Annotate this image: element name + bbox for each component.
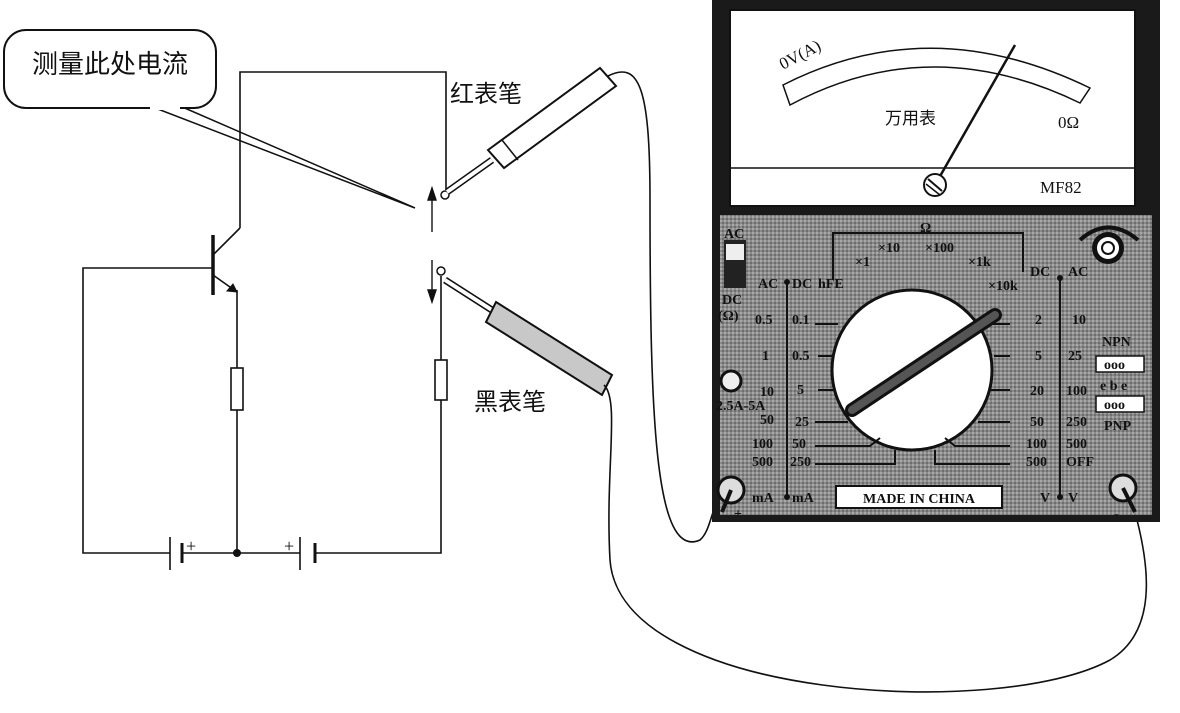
left-dc-value: 5 — [797, 383, 804, 398]
red-probe-label: 红表笔 — [450, 80, 522, 108]
meter-model: MF82 — [1040, 178, 1082, 197]
callout-bubble: 测量此处电流 — [3, 29, 416, 209]
ohm-adjust-arrow-icon — [1078, 225, 1140, 242]
range-selector-dial[interactable] — [830, 288, 1002, 452]
unit-ma-ac: mA — [752, 491, 775, 506]
red-lead-wire — [607, 71, 726, 543]
collector-wire — [239, 71, 447, 228]
made-in-label: MADE IN CHINA — [863, 492, 976, 507]
terminal-bottom — [436, 266, 446, 276]
npn-label: NPN — [1102, 335, 1131, 350]
pnp-socket-holes: ooo — [1104, 398, 1125, 413]
junction-dot — [233, 549, 241, 557]
switch-dc-label: DC — [722, 293, 742, 308]
dial-range-leaders — [815, 323, 1010, 465]
emitter-resistor — [230, 367, 244, 411]
scale-right-label: 0Ω — [1058, 113, 1079, 132]
battery-2: + — [284, 536, 317, 570]
ohm-range-hfe: hFE — [818, 277, 844, 292]
left-ac-value: 50 — [760, 413, 774, 428]
right-ac-values: 10 25 100 250 500 OFF — [1066, 313, 1094, 470]
right-ac-value: 250 — [1066, 415, 1087, 430]
left-ac-header: AC — [758, 277, 778, 292]
unit-v-dc: V — [1040, 491, 1050, 506]
left-ac-values: 0.5 1 10 50 100 500 — [752, 313, 774, 470]
ohm-range-x10k: ×10k — [988, 279, 1018, 294]
left-ac-value: 1 — [762, 349, 769, 364]
high-current-jack-label: 2.5A-5A — [716, 399, 766, 414]
current-arrows — [427, 185, 437, 305]
high-current-jack[interactable] — [719, 369, 743, 393]
right-ac-value: 10 — [1072, 313, 1086, 328]
right-dc-value: 5 — [1035, 349, 1042, 364]
right-ac-value: OFF — [1066, 455, 1094, 470]
black-probe-label: 黑表笔 — [474, 388, 546, 416]
ohm-range-x1: ×1 — [855, 255, 870, 270]
unit-ma-dc: mA — [792, 491, 815, 506]
right-bottom-wire — [315, 400, 442, 554]
right-dc-value: 500 — [1026, 455, 1047, 470]
ohm-range-x100: ×100 — [925, 241, 954, 256]
base-wire — [82, 267, 213, 554]
black-lead-wire — [603, 384, 1148, 693]
right-ac-value: 100 — [1066, 384, 1087, 399]
multimeter: 0V(A) 0Ω 万用表 MF82 AC DC (Ω) Ω hFE ×1 ×10… — [712, 0, 1160, 522]
black-probe[interactable] — [443, 277, 614, 397]
right-ac-value: 25 — [1068, 349, 1082, 364]
left-ac-value: 0.5 — [755, 313, 773, 328]
left-dc-value: 50 — [792, 437, 806, 452]
meter-needle — [933, 44, 1017, 186]
pnp-socket[interactable] — [1095, 395, 1145, 413]
left-dc-value: 0.5 — [792, 349, 810, 364]
right-dc-values: 2 5 20 50 100 500 — [1026, 313, 1047, 470]
battery-2-plus: + — [284, 536, 294, 556]
left-dc-header: DC — [792, 277, 812, 292]
ebe-label: e b e — [1100, 379, 1127, 394]
left-dc-values: 0.1 0.5 5 25 50 250 — [790, 313, 811, 470]
left-ac-value: 500 — [752, 455, 773, 470]
positive-jack-label: + — [734, 507, 742, 522]
left-dc-value: 25 — [795, 415, 809, 430]
meter-scale-arc — [782, 47, 1092, 107]
npn-socket-holes: ooo — [1104, 358, 1125, 373]
meter-title: 万用表 — [885, 109, 936, 129]
right-dc-value: 20 — [1030, 384, 1044, 399]
ohm-range-x10: ×10 — [878, 241, 900, 256]
red-probe[interactable] — [444, 66, 618, 195]
terminal-top — [440, 190, 450, 200]
battery-1-plus: + — [186, 536, 196, 556]
common-jack-label: - — [1114, 507, 1119, 522]
npn-socket[interactable] — [1095, 355, 1145, 373]
right-ac-value: 500 — [1066, 437, 1087, 452]
right-dc-value: 50 — [1030, 415, 1044, 430]
switch-ac-label: AC — [724, 227, 744, 242]
unit-v-ac: V — [1068, 491, 1078, 506]
pnp-label: PNP — [1104, 419, 1132, 434]
right-dc-header: DC — [1030, 265, 1050, 280]
right-dc-value: 2 — [1035, 313, 1042, 328]
ohm-range-x1k: ×1k — [968, 255, 991, 270]
transistor — [211, 227, 241, 295]
left-ac-value: 10 — [760, 385, 774, 400]
ohm-header: Ω — [920, 221, 931, 236]
right-ac-header: AC — [1068, 265, 1088, 280]
left-dc-value: 250 — [790, 455, 811, 470]
load-resistor — [434, 359, 448, 401]
battery-1: + — [169, 536, 196, 570]
left-ac-value: 100 — [752, 437, 773, 452]
switch-ohm-label: (Ω) — [718, 309, 739, 324]
left-dc-value: 0.1 — [792, 313, 810, 328]
right-dc-value: 100 — [1026, 437, 1047, 452]
callout-text: 测量此处电流 — [32, 50, 188, 80]
